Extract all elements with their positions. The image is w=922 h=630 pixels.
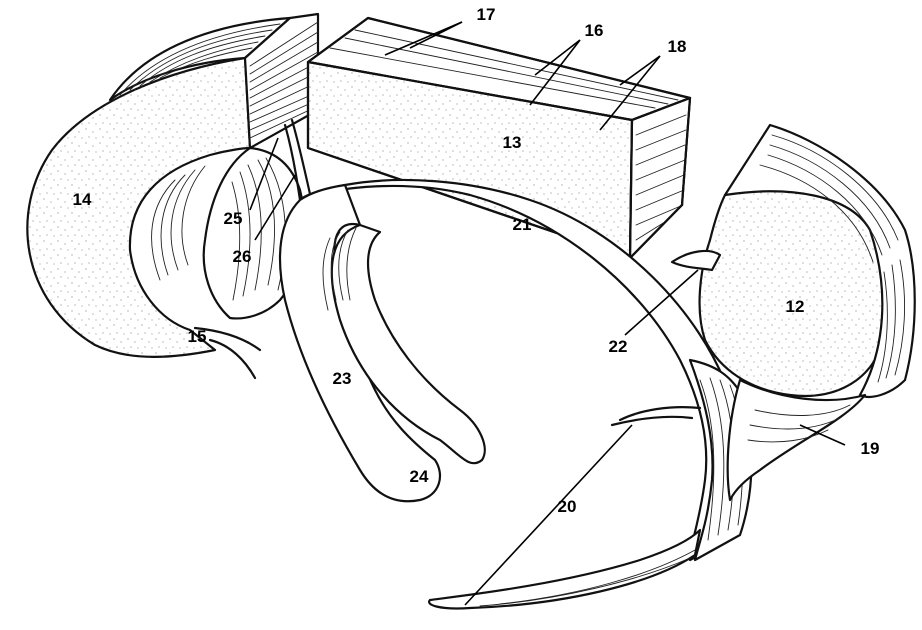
label-23: 23: [333, 369, 352, 388]
labels: 12 13 14 15 16 17 18 19 20 21 22 23 24 2…: [73, 5, 880, 516]
label-12: 12: [786, 297, 805, 316]
block-13: [306, 16, 692, 260]
structure-12: [670, 123, 916, 502]
structure-14-c-shape: [26, 12, 320, 380]
label-13: 13: [503, 133, 522, 152]
label-25: 25: [224, 209, 243, 228]
arch-21: [278, 178, 753, 610]
label-15: 15: [188, 327, 207, 346]
label-14: 14: [73, 190, 92, 209]
leader-lines: [249, 21, 846, 606]
label-16: 16: [585, 21, 604, 40]
label-24: 24: [410, 467, 429, 486]
label-17: 17: [477, 5, 496, 24]
label-20: 20: [558, 497, 577, 516]
label-21: 21: [513, 215, 532, 234]
label-26: 26: [233, 247, 252, 266]
label-18: 18: [668, 37, 687, 56]
label-22: 22: [609, 337, 628, 356]
label-19: 19: [861, 439, 880, 458]
